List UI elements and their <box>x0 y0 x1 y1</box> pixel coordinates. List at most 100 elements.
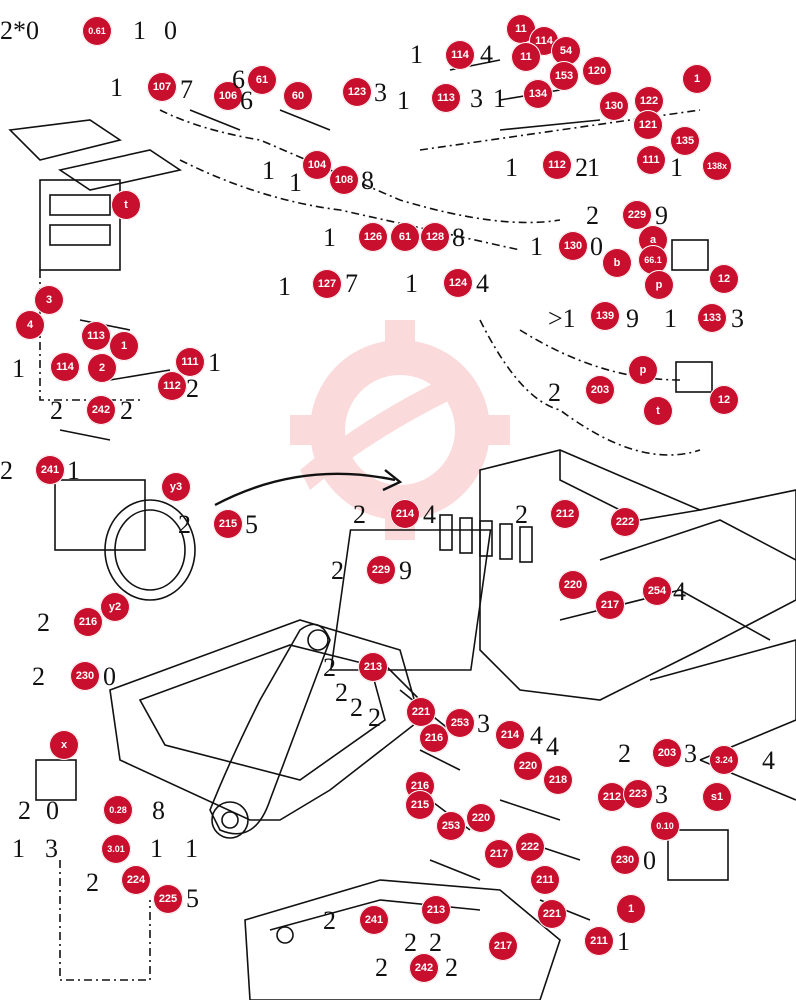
callout-1[interactable]: 1 <box>616 894 646 924</box>
callout-153[interactable]: 153 <box>549 61 579 91</box>
callout-211[interactable]: 211 <box>530 865 560 895</box>
callout-x[interactable]: x <box>49 730 79 760</box>
callout-0.28[interactable]: 0.28 <box>103 795 133 825</box>
callout-b[interactable]: b <box>602 248 632 278</box>
callout-222[interactable]: 222 <box>610 507 640 537</box>
callout-1[interactable]: 1 <box>109 331 139 361</box>
callout-130[interactable]: 130 <box>599 91 629 121</box>
callout-213[interactable]: 213 <box>421 895 451 925</box>
callout-212[interactable]: 212 <box>550 499 580 529</box>
callout-104[interactable]: 104 <box>302 150 332 180</box>
callout-t[interactable]: t <box>111 190 141 220</box>
callout-s1[interactable]: s1 <box>702 782 732 812</box>
callout-114[interactable]: 114 <box>445 40 475 70</box>
callout-60[interactable]: 60 <box>283 81 313 111</box>
callout-3.24[interactable]: 3.24 <box>709 745 739 775</box>
callout-4[interactable]: 4 <box>15 310 45 340</box>
callout-123[interactable]: 123 <box>342 77 372 107</box>
callout-218[interactable]: 218 <box>543 765 573 795</box>
callout-111[interactable]: 111 <box>175 347 205 377</box>
callout-230[interactable]: 230 <box>610 845 640 875</box>
callout-213[interactable]: 213 <box>358 652 388 682</box>
callout-y3[interactable]: y3 <box>161 472 191 502</box>
callout-230[interactable]: 230 <box>70 661 100 691</box>
callout-120[interactable]: 120 <box>582 56 612 86</box>
callout-128[interactable]: 128 <box>420 222 450 252</box>
callout-217[interactable]: 217 <box>595 590 625 620</box>
callout-217[interactable]: 217 <box>484 839 514 869</box>
callout-242[interactable]: 242 <box>86 395 116 425</box>
callout-216[interactable]: 216 <box>73 607 103 637</box>
callout-124[interactable]: 124 <box>443 268 473 298</box>
reference-label: 4 <box>423 500 436 529</box>
callout-224[interactable]: 224 <box>121 865 151 895</box>
callout-54[interactable]: 54 <box>551 36 581 66</box>
callout-113[interactable]: 113 <box>81 321 111 351</box>
callout-212[interactable]: 212 <box>597 782 627 812</box>
callout-221[interactable]: 221 <box>406 697 436 727</box>
callout-2[interactable]: 2 <box>87 353 117 383</box>
reference-label: 2 <box>331 556 344 585</box>
callout-253[interactable]: 253 <box>445 708 475 738</box>
callout-217[interactable]: 217 <box>488 931 518 961</box>
callout-139[interactable]: 139 <box>590 301 620 331</box>
callout-223[interactable]: 223 <box>623 779 653 809</box>
callout-0.10[interactable]: 0.10 <box>650 811 680 841</box>
callout-y2[interactable]: y2 <box>100 592 130 622</box>
callout-254[interactable]: 254 <box>642 576 672 606</box>
callout-203[interactable]: 203 <box>585 375 615 405</box>
reference-label: 1 <box>262 156 275 185</box>
callout-p[interactable]: p <box>644 270 674 300</box>
callout-215[interactable]: 215 <box>213 509 243 539</box>
callout-225[interactable]: 225 <box>153 884 183 914</box>
callout-241[interactable]: 241 <box>359 905 389 935</box>
callout-3.01[interactable]: 3.01 <box>101 834 131 864</box>
callout-211[interactable]: 211 <box>584 926 614 956</box>
callout-61[interactable]: 61 <box>390 222 420 252</box>
reference-label: 2 <box>586 201 599 230</box>
switch-box <box>35 759 77 801</box>
callout-1[interactable]: 1 <box>682 64 712 94</box>
reference-label: 2 <box>350 693 363 722</box>
callout-121[interactable]: 121 <box>633 110 663 140</box>
callout-220[interactable]: 220 <box>466 803 496 833</box>
callout-p[interactable]: p <box>628 355 658 385</box>
reference-label: 7 <box>180 75 193 104</box>
callout-11[interactable]: 11 <box>511 42 541 72</box>
callout-126[interactable]: 126 <box>358 222 388 252</box>
callout-113[interactable]: 113 <box>431 83 461 113</box>
flow-arrow <box>214 472 396 507</box>
callout-107[interactable]: 107 <box>147 72 177 102</box>
callout-3[interactable]: 3 <box>34 285 64 315</box>
callout-111[interactable]: 111 <box>636 145 666 175</box>
callout-215[interactable]: 215 <box>405 790 435 820</box>
callout-220[interactable]: 220 <box>513 751 543 781</box>
callout-138x[interactable]: 138x <box>702 151 732 181</box>
callout-203[interactable]: 203 <box>652 738 682 768</box>
callout-112[interactable]: 112 <box>542 150 572 180</box>
callout-134[interactable]: 134 <box>523 79 553 109</box>
callout-216[interactable]: 216 <box>419 723 449 753</box>
callout-229[interactable]: 229 <box>366 555 396 585</box>
callout-t[interactable]: t <box>643 396 673 426</box>
callout-61[interactable]: 61 <box>247 65 277 95</box>
callout-130[interactable]: 130 <box>558 231 588 261</box>
callout-220[interactable]: 220 <box>558 570 588 600</box>
callout-221[interactable]: 221 <box>537 899 567 929</box>
callout-135[interactable]: 135 <box>670 126 700 156</box>
callout-108[interactable]: 108 <box>329 165 359 195</box>
callout-214[interactable]: 214 <box>495 720 525 750</box>
callout-133[interactable]: 133 <box>697 303 727 333</box>
callout-241[interactable]: 241 <box>35 455 65 485</box>
callout-114[interactable]: 114 <box>50 352 80 382</box>
callout-106[interactable]: 106 <box>213 81 243 111</box>
callout-12[interactable]: 12 <box>709 385 739 415</box>
callout-0.61[interactable]: 0.61 <box>82 16 112 46</box>
callout-214[interactable]: 214 <box>390 499 420 529</box>
callout-112[interactable]: 112 <box>157 371 187 401</box>
callout-253[interactable]: 253 <box>436 811 466 841</box>
callout-222[interactable]: 222 <box>515 832 545 862</box>
callout-127[interactable]: 127 <box>312 269 342 299</box>
callout-242[interactable]: 242 <box>409 953 439 983</box>
callout-12[interactable]: 12 <box>709 264 739 294</box>
